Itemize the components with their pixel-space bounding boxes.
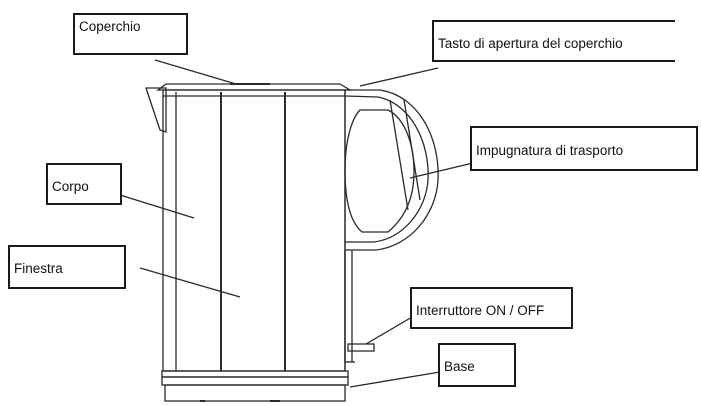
leader-base (349, 371, 441, 388)
leader-interruttore (365, 316, 413, 345)
label-tasto-apertura: Tasto di apertura del coperchio (432, 20, 675, 62)
kettle-body (162, 89, 346, 372)
label-corpo: Corpo (46, 163, 122, 205)
kettle-spout (145, 87, 167, 133)
label-impugnatura: Impugnatura di trasporto (470, 126, 698, 171)
leader-impugnatura (409, 162, 474, 179)
label-finestra: Finestra (8, 245, 126, 289)
label-coperchio: Coperchio (73, 13, 188, 55)
leader-tasto (359, 67, 439, 87)
kettle-lid (156, 83, 353, 91)
leader-corpo (119, 194, 195, 219)
leader-finestra (139, 267, 241, 298)
label-interruttore: Interruttore ON / OFF (410, 287, 573, 329)
kettle-handle (344, 89, 439, 251)
label-base: Base (438, 343, 516, 387)
leader-coperchio (154, 59, 237, 85)
kettle-base (161, 370, 349, 402)
switch-column (344, 250, 375, 363)
